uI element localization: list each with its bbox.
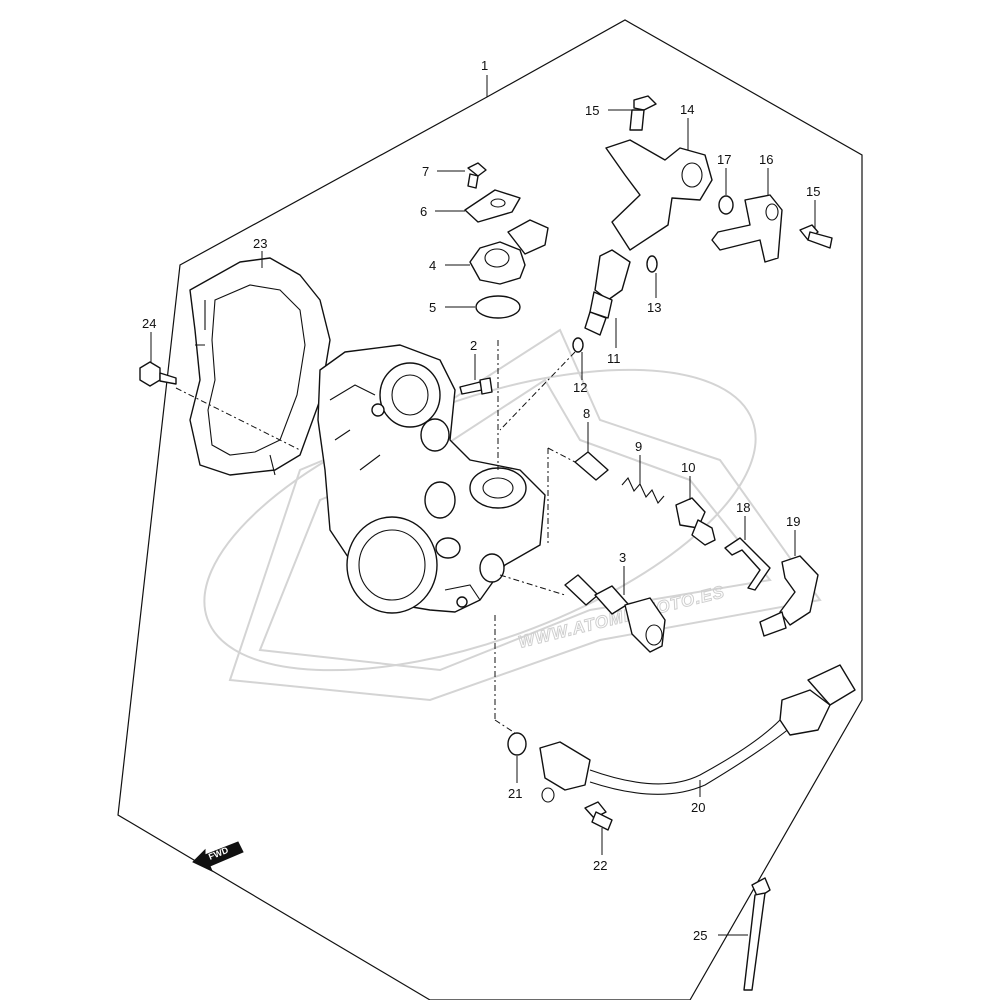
- part-14-fuel-delivery-pipe: [605, 139, 713, 251]
- callout-24: 24: [142, 316, 156, 331]
- callout-10: 10: [681, 460, 695, 475]
- callout-1: 1: [481, 58, 488, 73]
- part-10-adjust-screw: [675, 497, 716, 546]
- part-3-idle-speed-sensor: [564, 574, 666, 653]
- part-22-bolt: [584, 801, 613, 831]
- dash-21-tail: [494, 719, 516, 734]
- part-2-screw: [459, 377, 493, 395]
- part-19-elbow-fitting: [759, 555, 819, 637]
- part-15-bolt-top: [629, 95, 657, 131]
- callout-15b: 15: [806, 184, 820, 199]
- callout-2: 2: [470, 338, 477, 353]
- callout-17: 17: [717, 152, 731, 167]
- callout-16: 16: [759, 152, 773, 167]
- part-11-fuel-injector: [584, 249, 631, 336]
- callout-13: 13: [647, 300, 661, 315]
- callout-22: 22: [593, 858, 607, 873]
- part-6-hole: [490, 198, 506, 208]
- part-21-o-ring: [507, 732, 527, 756]
- callout-23: 23: [253, 236, 267, 251]
- part-9-spring: [621, 476, 665, 505]
- callout-3: 3: [619, 550, 626, 565]
- callout-15a: 15: [585, 103, 599, 118]
- part-23-gasket: [189, 257, 331, 476]
- callout-20: 20: [691, 800, 705, 815]
- callout-7: 7: [422, 164, 429, 179]
- part-5-o-ring: [475, 295, 521, 319]
- part-15-bolt-right: [799, 224, 833, 249]
- assembly-frame: [117, 19, 863, 1000]
- callout-6: 6: [420, 204, 427, 219]
- part-20-sensor-harness: [539, 664, 856, 803]
- callout-5: 5: [429, 300, 436, 315]
- callout-19: 19: [786, 514, 800, 529]
- callout-21: 21: [508, 786, 522, 801]
- dash-3-to-body: [499, 574, 566, 596]
- callout-labels: 1 2 3 4 5 6 7 8 9 10 11 12 13 14 15 15 1…: [142, 58, 820, 943]
- part-13-o-ring: [646, 255, 658, 273]
- callout-18: 18: [736, 500, 750, 515]
- part-18-hose: [724, 537, 771, 591]
- part-7-screw: [467, 162, 487, 189]
- part-17-o-ring: [718, 195, 734, 215]
- part-24-bolt: [139, 361, 177, 387]
- part-25-cable-tie: [743, 877, 771, 991]
- callout-25: 25: [693, 928, 707, 943]
- part-8-pin: [574, 451, 609, 481]
- callout-9: 9: [635, 439, 642, 454]
- callout-14: 14: [680, 102, 694, 117]
- callout-12: 12: [573, 380, 587, 395]
- part-4-sensor: [469, 219, 549, 285]
- callout-11: 11: [607, 351, 621, 366]
- watermark-text: WWW.ATOMICMOTO.ES: [516, 582, 726, 652]
- dash-24: [175, 387, 301, 451]
- fwd-direction-arrow: FWD: [192, 841, 244, 872]
- part-12-o-ring: [572, 337, 584, 353]
- callout-8: 8: [583, 406, 590, 421]
- dash-11-to-body: [499, 351, 576, 431]
- part-16-fuel-inlet: [711, 194, 783, 263]
- part-1-throttle-body: [317, 344, 546, 614]
- callout-4: 4: [429, 258, 436, 273]
- dash-8-horizontal: [547, 447, 576, 463]
